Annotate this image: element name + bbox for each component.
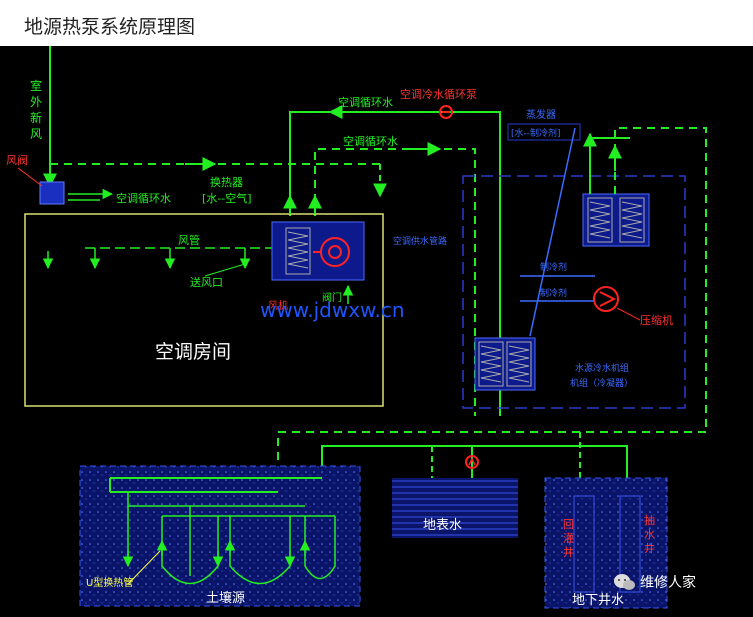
wechat-icon [614,574,635,590]
u-tube-label: U型换热管 [86,576,133,589]
damper-box [39,181,65,205]
evaporator-label: 蒸发器 [526,108,556,121]
compressor [593,286,619,312]
unit-label-line2: 机组（冷凝器） [570,377,633,389]
coil-icon [587,197,645,243]
soil-source-area [79,465,361,607]
fan-icon [313,237,350,267]
ac-loop-water-label-a: 空调循环水 [338,95,393,109]
ac-supply-water-label: 空调供水管路 [393,235,447,247]
outdoor-air-char-2: 外 [30,95,42,109]
brand-label: 维修人家 [640,574,696,591]
outdoor-air-label: 室 外 新 风 [30,78,42,141]
air-duct-label: 风管 [178,233,200,247]
ac-chilled-pump [439,105,453,119]
ground-source-heat-pump-diagram: 室 外 新 风 风阀 空调循环水 空调循环水 空调冷水循环泵 空调循环水 空调房… [0,46,753,617]
pump-icon [465,455,479,469]
surface-water-area [392,478,518,538]
heat-pump-unit [462,175,686,409]
heat-exchanger-label: 换热器 [210,175,243,189]
source-pump [465,455,479,469]
outdoor-air-char-3: 新 [30,110,42,125]
unit-label-line1: 水源冷水机组 [575,362,629,374]
evaporator-coil-box [474,337,536,391]
damper-label: 风阀 [6,153,28,167]
return-well-char-2: 灌 [563,532,574,545]
fan-label: 风机 [268,299,288,312]
valve-label: 阀门 [322,291,342,304]
return-well-char-3: 井 [563,545,574,559]
source-return-pipe [277,431,706,474]
pump-icon [439,105,453,119]
groundwater-label: 地下井水 [572,593,624,608]
pump-well [619,495,641,593]
return-well-label: 回 灌 井 [563,518,574,559]
surface-water-label: 地表水 [423,518,462,533]
coil-icon [285,227,311,275]
air-outlet-label: 送风口 [190,275,223,289]
compressor-label: 压缩机 [640,313,673,327]
pump-icon [593,286,619,312]
ac-loop-pipe-lower [314,148,476,416]
coil-icon [478,341,532,387]
damper-leader [17,167,43,187]
ac-chilled-pump-label: 空调冷水循环泵 [400,87,477,101]
page-title: 地源热泵系统原理图 [24,16,196,38]
evaporator-box [507,123,581,141]
air-conditioned-room [24,213,384,407]
water-refrigerant-label: [水--制冷剂] [511,127,561,139]
room-label: 空调房间 [155,341,231,363]
u-tube-loops [127,492,336,585]
water-air-label: [水--空气] [202,191,252,205]
outdoor-air-char-4: 风 [30,127,42,141]
outdoor-air-char-1: 室 [30,78,42,93]
return-well [573,495,595,593]
pump-well-label: 抽 水 井 [644,513,655,555]
soil-source-label: 土壤源 [206,590,245,606]
pump-well-char-1: 抽 [644,513,655,527]
ac-loop-water-label-b: 空调循环水 [343,134,398,148]
watermark: www.jdwxw.cn [260,298,405,322]
pump-well-char-2: 水 [644,528,655,541]
refrigerant-label-b: 制冷剂 [540,287,567,299]
condenser-box [582,193,650,247]
refrigerant-label-a: 制冷剂 [540,261,567,273]
ac-loop-water-label-c: 空调循环水 [116,191,171,205]
pump-well-char-3: 井 [644,541,655,555]
groundwater-area [544,477,668,609]
return-well-char-1: 回 [563,518,574,531]
